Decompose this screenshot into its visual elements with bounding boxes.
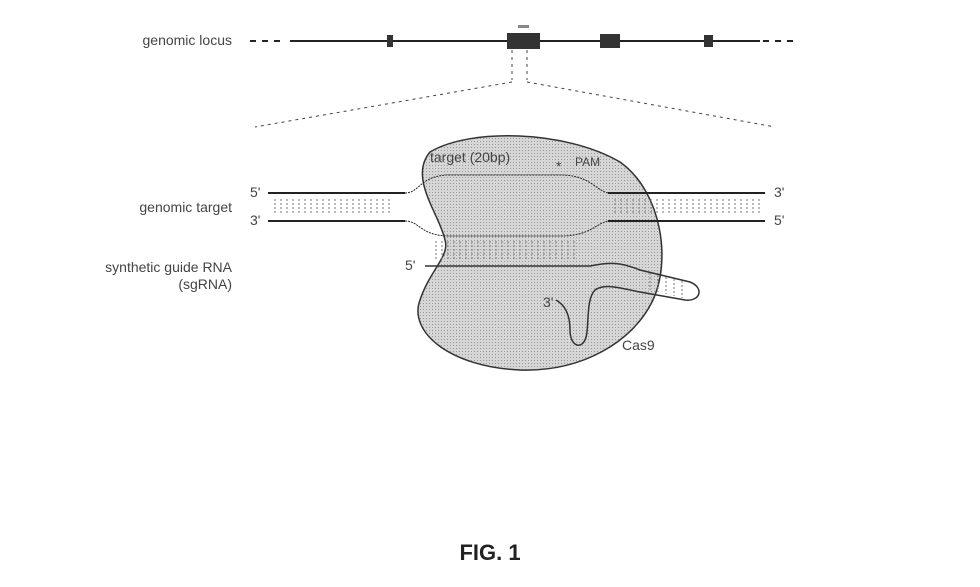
exon-2-target <box>507 33 540 49</box>
sgrna-hairpin-pairs <box>649 273 683 298</box>
genomic-locus-label: genomic locus <box>142 32 233 48</box>
pam-star: * <box>556 158 562 174</box>
exon-4 <box>704 35 713 47</box>
target-site-marker <box>518 25 529 28</box>
pam-label: PAM <box>575 155 601 169</box>
exon-1 <box>387 35 393 47</box>
sgrna-abbrev-label: (sgRNA) <box>178 276 232 292</box>
cas9-protein <box>417 135 663 371</box>
zoom-lines <box>254 50 776 128</box>
guide-5prime: 5' <box>405 257 416 273</box>
top-left-5prime: 5' <box>250 184 261 200</box>
sgrna-label: synthetic guide RNA <box>105 259 232 275</box>
bottom-left-3prime: 3' <box>250 212 261 228</box>
exon-3 <box>600 34 620 48</box>
top-right-3prime: 3' <box>774 184 785 200</box>
sgrna-strand <box>425 262 700 346</box>
dna-duplex <box>268 174 765 237</box>
bottom-right-5prime: 5' <box>774 212 785 228</box>
base-pairs <box>274 199 760 261</box>
target-label: target (20bp) <box>430 149 511 165</box>
guide-3prime: 3' <box>543 294 554 310</box>
figure-caption: FIG. 1 <box>459 540 521 565</box>
genomic-target-label: genomic target <box>139 199 232 215</box>
cas9-label: Cas9 <box>622 337 655 353</box>
